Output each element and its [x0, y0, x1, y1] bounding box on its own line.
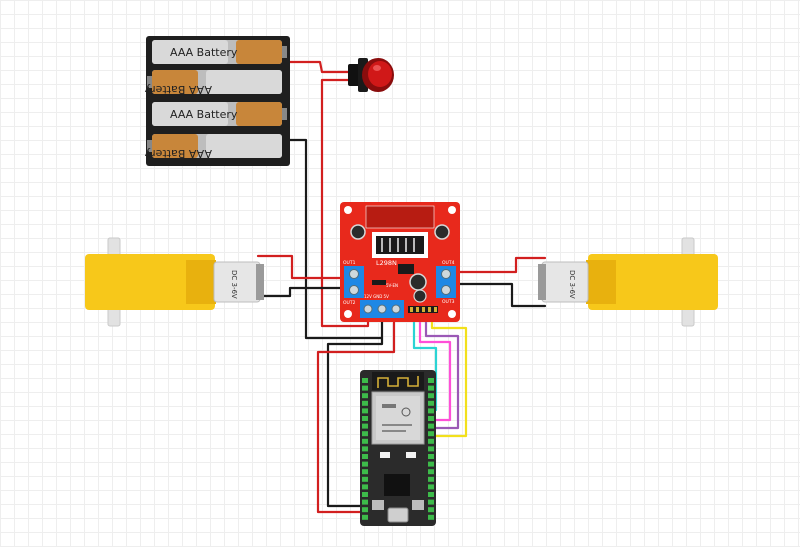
out3-label: OUT3 [442, 299, 455, 305]
esp32-header-pin[interactable] [362, 446, 368, 452]
heatsink [365, 205, 435, 258]
terminal-out3-out4[interactable] [436, 266, 456, 298]
esp32-header-pin[interactable] [362, 438, 368, 444]
terminal-power[interactable] [360, 300, 404, 318]
battery-cell-4: AAA Battery [144, 134, 282, 160]
right-motor[interactable]: DC 3-6V [538, 237, 718, 327]
right-motor-label: DC 3-6V [568, 270, 576, 299]
push-button[interactable] [348, 58, 394, 92]
wire-signal-purple[interactable] [424, 310, 460, 430]
esp32-header-pin[interactable] [362, 484, 368, 490]
wire-signal-pink[interactable] [418, 310, 452, 422]
esp32-header-pin[interactable] [362, 400, 368, 406]
out4-label: OUT4 [442, 260, 455, 266]
capacitor-icon [413, 289, 427, 303]
esp32-header-pin[interactable] [428, 454, 434, 459]
out1-label: OUT1 [343, 260, 356, 266]
battery-cell-1: AAA Battery [152, 40, 287, 64]
wire-left-motor-black[interactable] [256, 286, 348, 298]
esp32-header-pin[interactable] [362, 385, 368, 391]
esp32-en-button[interactable] [372, 500, 384, 510]
esp32-usb-chip [384, 474, 410, 496]
esp32-dev-board[interactable] [360, 370, 436, 526]
esp32-header-pin[interactable] [428, 469, 434, 475]
esp32-header-pin[interactable] [428, 476, 434, 482]
esp32-header-pin[interactable] [428, 408, 434, 414]
wire-battery-to-button[interactable] [288, 60, 354, 74]
wires [256, 60, 547, 514]
esp32-header-pin[interactable] [428, 400, 434, 406]
esp32-header-pin[interactable] [362, 454, 368, 459]
jumper-5v-en[interactable] [372, 280, 386, 285]
right-motor-gearbox [588, 254, 718, 310]
capacitor-icon [434, 224, 450, 240]
esp32-header-pin[interactable] [428, 446, 434, 452]
esp32-header-pin[interactable] [428, 514, 434, 520]
wire-gnd-to-esp32[interactable] [326, 336, 384, 508]
control-header-pins[interactable] [408, 306, 438, 313]
driver-chip-label: L298N [376, 259, 397, 267]
left-motor-label: DC 3-6V [230, 270, 238, 299]
battery-cell-2: AAA Battery [144, 70, 282, 96]
esp32-header-pin[interactable] [428, 461, 434, 467]
battery-holder [146, 36, 290, 166]
esp32-header-pin[interactable] [428, 492, 434, 497]
esp32-header-pin[interactable] [428, 378, 434, 383]
wire-battery-gnd[interactable] [288, 138, 384, 340]
l298n-driver-board[interactable]: L298N [340, 202, 460, 322]
battery-cell-1-label: AAA Battery [170, 46, 238, 59]
esp32-header-pin[interactable] [428, 393, 434, 399]
esp32-header-pin[interactable] [362, 378, 368, 383]
regulator-chip [398, 264, 414, 274]
esp32-header-pin[interactable] [362, 416, 368, 421]
out2-label: OUT2 [343, 300, 356, 306]
esp32-led [406, 452, 416, 458]
esp32-header-pin[interactable] [362, 514, 368, 520]
power-terminal-label: 12V GND 5V [364, 294, 389, 299]
esp32-header-pin[interactable] [362, 492, 368, 497]
esp32-right-pins[interactable] [428, 378, 434, 520]
esp32-header-pin[interactable] [362, 507, 368, 513]
wire-right-motor-red[interactable] [456, 256, 547, 274]
capacitor-icon [350, 224, 366, 240]
wire-left-motor-red[interactable] [256, 254, 348, 280]
terminal-out1-out2[interactable] [344, 266, 364, 298]
esp32-header-pin[interactable] [362, 431, 368, 437]
esp32-header-pin[interactable] [362, 469, 368, 475]
esp32-header-pin[interactable] [428, 423, 434, 429]
esp32-boot-button[interactable] [412, 500, 424, 510]
esp32-header-pin[interactable] [362, 423, 368, 429]
battery-cell-3-label: AAA Battery [170, 108, 238, 121]
battery-cell-3: AAA Battery [152, 102, 287, 126]
wire-5v-to-esp32-vin[interactable] [316, 310, 396, 514]
battery-cell-2-label: AAA Battery [144, 83, 212, 96]
esp32-header-pin[interactable] [428, 431, 434, 437]
battery-pack[interactable]: AAA Battery AAA Battery AAA Battery AAA … [144, 36, 290, 166]
esp32-header-pin[interactable] [362, 476, 368, 482]
esp32-header-pin[interactable] [362, 393, 368, 399]
left-motor-gearbox [85, 254, 215, 310]
esp32-led [380, 452, 390, 458]
esp32-header-pin[interactable] [428, 416, 434, 421]
left-motor[interactable]: DC 3-6V [85, 237, 264, 327]
esp32-header-pin[interactable] [428, 499, 434, 505]
esp32-left-pins[interactable] [362, 378, 368, 520]
wire-right-motor-black[interactable] [456, 282, 547, 308]
esp32-header-pin[interactable] [428, 438, 434, 444]
esp32-header-pin[interactable] [362, 499, 368, 505]
battery-cell-4-label: AAA Battery [144, 147, 212, 160]
esp32-header-pin[interactable] [362, 408, 368, 414]
wire-signal-yellow[interactable] [428, 310, 468, 438]
esp32-header-pin[interactable] [428, 507, 434, 513]
esp32-micro-usb-port[interactable] [387, 507, 409, 523]
esp32-header-pin[interactable] [362, 461, 368, 467]
wifi-logo-icon [401, 407, 411, 417]
esp32-header-pin[interactable] [428, 385, 434, 391]
esp32-header-pin[interactable] [428, 484, 434, 490]
capacitor-icon [409, 273, 427, 291]
enable-jumper-label: 5V-EN [386, 283, 398, 288]
